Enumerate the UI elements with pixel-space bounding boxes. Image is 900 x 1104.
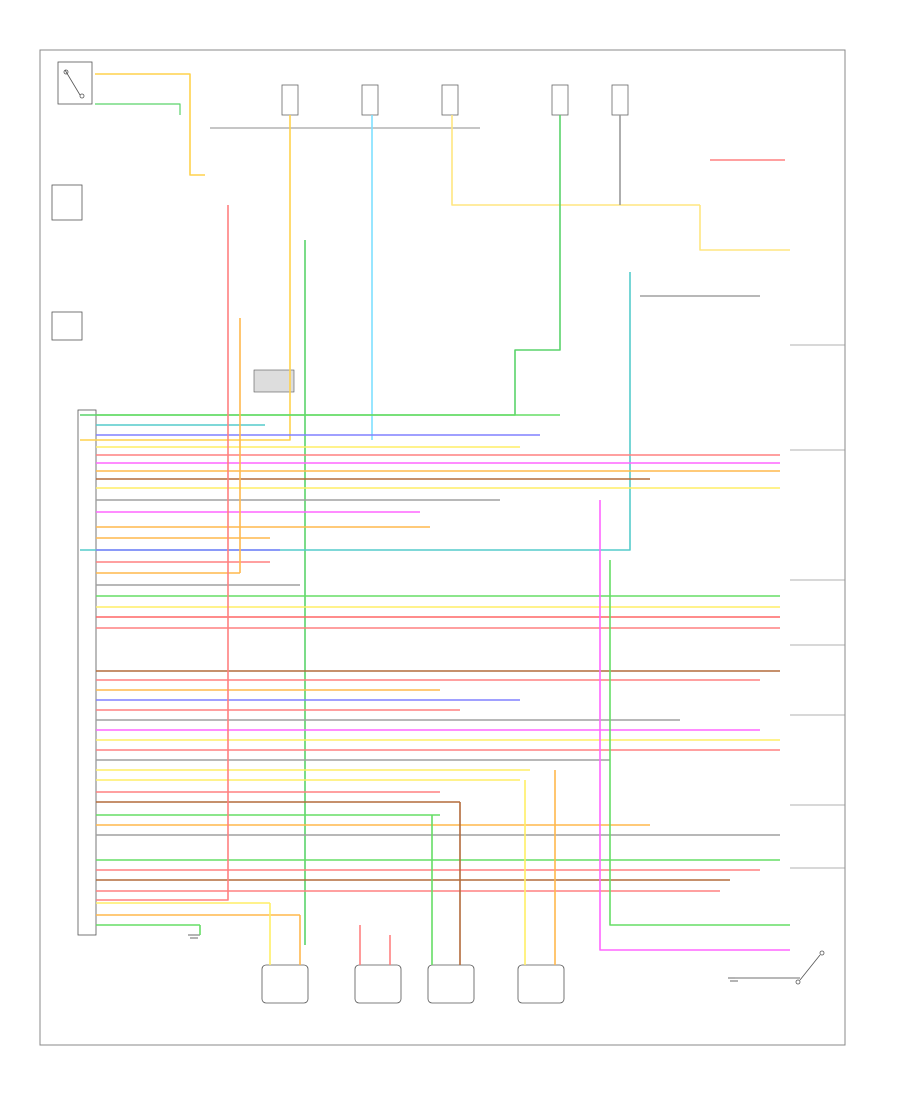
fuse-box-5 xyxy=(611,84,629,116)
fuse-box-2 xyxy=(361,84,379,116)
wheel-sensor-left-front xyxy=(261,964,309,1004)
wire-left-trunk-pink xyxy=(96,205,229,901)
wire-top-feed-1 xyxy=(95,73,205,176)
wire-right-to-switch-magenta xyxy=(599,500,790,951)
connector-block xyxy=(77,409,97,936)
wire-right-feed-3 xyxy=(80,272,631,551)
fuse-box-1 xyxy=(281,84,299,116)
wire-right-to-switch-green xyxy=(609,560,790,926)
wheel-sensor-right-rear xyxy=(517,964,565,1004)
left-component-boxes xyxy=(51,184,97,936)
wire-right-feed-1 xyxy=(699,205,790,251)
module-box-b xyxy=(51,311,83,341)
fuse-box-3 xyxy=(441,84,459,116)
wire-fuse-3-drop xyxy=(451,115,700,206)
parking-brake-switch-icon xyxy=(795,950,825,985)
wire-fuse-4-drop xyxy=(80,115,561,416)
wire-layer xyxy=(80,73,800,979)
brake-switch-icon xyxy=(57,61,93,105)
wire-fuse-1-drop xyxy=(80,115,291,441)
fuse-box-4 xyxy=(551,84,569,116)
junction-connector xyxy=(253,369,295,393)
right-component-separators xyxy=(790,344,845,869)
diagram-border xyxy=(39,49,846,1046)
wheel-sensor-left-rear xyxy=(427,964,475,1004)
wheel-sensor-right-front xyxy=(354,964,402,1004)
wire-top-feed-2 xyxy=(95,103,181,115)
fuse-column-group xyxy=(281,84,629,116)
module-box-a xyxy=(51,184,83,221)
wheel-sensor-group xyxy=(261,964,565,1004)
